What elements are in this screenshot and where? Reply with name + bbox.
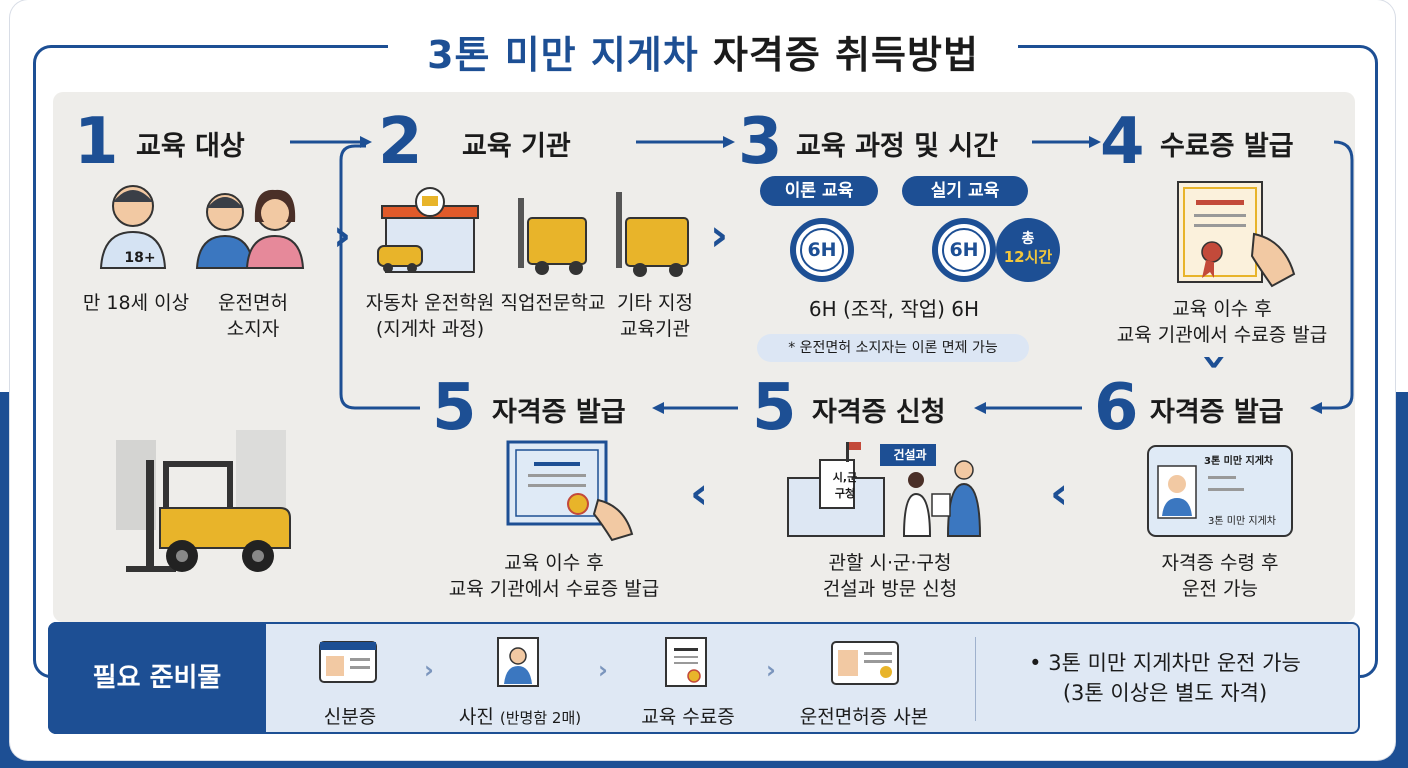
- step2-item1: 자동차 운전학원(지게차 과정): [365, 292, 495, 340]
- license-card-icon: [1147, 445, 1293, 537]
- title-backdrop: [388, 20, 1018, 76]
- step2-number: 2: [378, 105, 423, 179]
- step5a-number: 5: [752, 371, 797, 445]
- step1-number: 1: [74, 105, 119, 179]
- chevron-right-icon: ›: [333, 210, 352, 261]
- city-hall-icon: [787, 442, 982, 537]
- arrow-return: [339, 144, 420, 410]
- step2-title: 교육 기관: [462, 131, 571, 162]
- license-icon: [831, 641, 899, 685]
- chevron-left-icon: ‹: [1050, 468, 1069, 519]
- certificate-icon: [665, 637, 707, 687]
- preparation-label: 필요 준비물: [48, 622, 266, 734]
- prep-item-certificate: 교육 수료증: [641, 706, 735, 728]
- chevron-right-icon: ›: [598, 656, 608, 684]
- step5a-title: 자격증 신청: [812, 397, 946, 428]
- practice-clock-icon: 6H: [932, 218, 996, 282]
- theory-clock-icon: 6H: [790, 218, 854, 282]
- step5b-number: 5: [432, 371, 477, 445]
- restriction-note: • 3톤 미만 지게차만 운전 가능(3톤 이상은 별도 자격): [1029, 651, 1301, 705]
- chevron-right-icon: ›: [710, 210, 729, 261]
- booth-sign: 건설과: [893, 448, 927, 462]
- people-icon: [99, 185, 305, 269]
- title-part2: 자격증 취득방법: [712, 33, 979, 77]
- step3-number: 3: [738, 105, 783, 179]
- license-card-title: 3톤 미만 지게차: [1204, 456, 1274, 467]
- prep-item-id: 신분증: [323, 706, 377, 728]
- certificate-hand-icon: [506, 440, 634, 542]
- step3-detail: 6H (조작, 작업) 6H: [808, 297, 980, 321]
- chevron-right-icon: ›: [424, 656, 434, 684]
- certificate-hand-icon: [1177, 181, 1296, 288]
- theory-pill: 이론 교육: [760, 176, 878, 206]
- step1-item1: 만 18세 이상: [82, 292, 190, 314]
- forklift-illustration: [116, 430, 291, 572]
- arrow-4-6: [1316, 140, 1354, 410]
- exemption-note: * 운전면허 소지자는 이론 면제 가능: [757, 334, 1029, 362]
- photo-icon: [497, 637, 539, 687]
- step2-item2: 직업전문학교: [500, 292, 606, 314]
- building-sign: 시,군 구청: [832, 471, 858, 500]
- prep-item-license: 운전면허증 사본: [799, 706, 929, 728]
- divider: [975, 637, 976, 721]
- step4-number: 4: [1100, 105, 1145, 179]
- institutions-icon: [377, 187, 689, 277]
- step6-title: 자격증 발급: [1150, 397, 1284, 428]
- chevron-left-icon: ‹: [690, 468, 709, 519]
- step3-title: 교육 과정 및 시간: [796, 131, 999, 162]
- practice-pill: 실기 교육: [902, 176, 1028, 206]
- chevron-down-icon: ›: [1190, 352, 1242, 372]
- prep-item-photo: 사진 (반명함 2매): [458, 706, 582, 728]
- license-card-line: 3톤 미만 지게차: [1208, 516, 1276, 527]
- age-badge: 18+: [124, 250, 156, 266]
- step4-title: 수료증 발급: [1160, 131, 1294, 162]
- step1-title: 교육 대상: [136, 131, 245, 162]
- title-part1: 3톤 미만 지게차: [427, 33, 699, 77]
- id-card-icon: [319, 641, 377, 683]
- page-title: 3톤 미만 지게차 자격증 취득방법: [388, 24, 1018, 79]
- chevron-right-icon: ›: [766, 656, 776, 684]
- step6-number: 6: [1094, 371, 1139, 445]
- step5b-title: 자격증 발급: [492, 397, 626, 428]
